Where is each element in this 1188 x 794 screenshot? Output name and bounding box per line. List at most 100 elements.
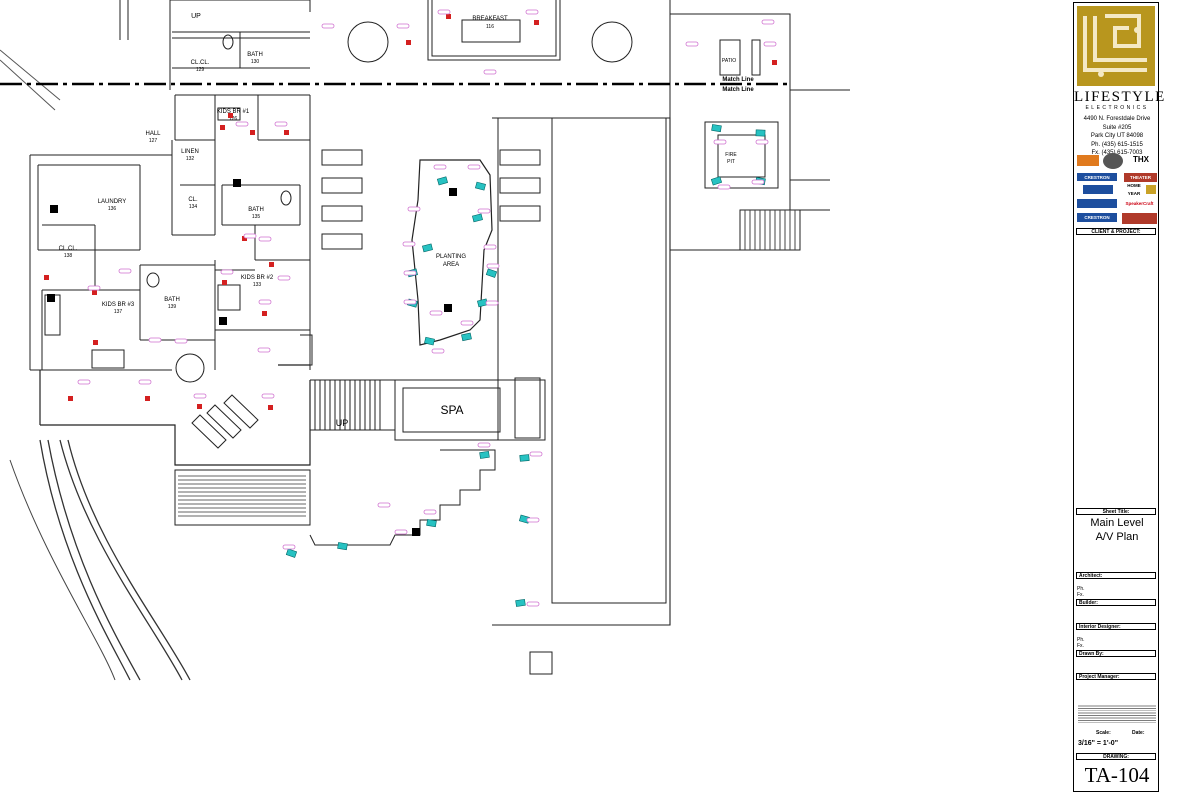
device-tag-icon xyxy=(433,164,447,170)
company-address: 4490 N. Forestdale Drive Suite #205 Park… xyxy=(1074,115,1160,158)
room-bath-low-num: 139 xyxy=(168,304,177,310)
speakercraft-logo: SpeakerCraft xyxy=(1122,199,1157,208)
designer-fax-label: Fx. xyxy=(1077,643,1084,649)
room-laundry-num: 136 xyxy=(108,206,117,212)
av-devices xyxy=(44,9,777,607)
device-tag-icon xyxy=(277,275,291,281)
speaker-icon xyxy=(461,332,472,342)
device-tag-icon xyxy=(525,9,539,15)
device-tag-icon xyxy=(220,269,234,275)
speaker-icon xyxy=(422,243,433,253)
device-outlet-icon xyxy=(228,113,233,118)
room-linen-num: 132 xyxy=(186,156,195,162)
device-tag-icon xyxy=(407,206,421,212)
designer-phone-label: Ph. xyxy=(1077,637,1085,643)
speaker-icon xyxy=(472,213,483,223)
device-outlet-icon xyxy=(68,396,73,401)
speaker-icon xyxy=(474,181,486,191)
address-line: Park City UT 84098 xyxy=(1090,133,1144,139)
device-outlet-icon xyxy=(93,340,98,345)
device-outlet-icon xyxy=(222,280,227,285)
speaker-icon xyxy=(710,176,723,186)
device-tag-icon xyxy=(396,23,410,29)
lifestyle-logo-icon xyxy=(1077,6,1155,86)
device-outlet-icon xyxy=(446,14,451,19)
award-logo-icon xyxy=(1146,185,1156,194)
device-tag-icon xyxy=(467,164,481,170)
device-box-icon xyxy=(444,304,452,312)
room-clo-top-name: CL.CL. xyxy=(191,60,210,66)
architect-field: Architect: xyxy=(1076,572,1156,579)
device-tag-icon xyxy=(148,337,162,343)
room-clcl-left-name: CL.CL. xyxy=(59,246,78,252)
device-tag-icon xyxy=(717,184,731,190)
speaker-icon xyxy=(337,542,348,551)
device-tag-icon xyxy=(87,285,101,291)
sheet-title-header: Sheet Title: xyxy=(1076,508,1156,515)
device-outlet-icon xyxy=(44,275,49,280)
device-outlet-icon xyxy=(250,130,255,135)
device-tag-icon xyxy=(713,139,727,145)
device-box-icon xyxy=(233,179,241,187)
device-tag-icon xyxy=(174,338,188,344)
room-breakfast-name: BREAKFAST xyxy=(472,16,508,22)
device-outlet-icon xyxy=(284,130,289,135)
room-kids-br3-num: 137 xyxy=(114,309,123,315)
device-tag-icon xyxy=(274,121,288,127)
device-box-icon xyxy=(449,188,457,196)
device-tag-icon xyxy=(483,69,497,75)
device-outlet-icon xyxy=(145,396,150,401)
device-tag-icon xyxy=(477,442,491,448)
device-tag-icon xyxy=(526,601,540,607)
room-bath-top-name: BATH xyxy=(247,52,263,58)
device-outlet-icon xyxy=(197,404,202,409)
room-bath-mid-name: BATH xyxy=(248,207,264,213)
room-kids-br2-name: KIDS BR #2 xyxy=(241,275,274,281)
theater-logo: THEATER xyxy=(1124,173,1157,182)
room-kids-br1-name: KIDS BR #1 xyxy=(217,109,250,115)
crestron-award-icon xyxy=(1077,199,1117,208)
speaker-icon xyxy=(711,124,722,133)
device-box-icon xyxy=(47,294,55,302)
room-laundry-name: LAUNDRY xyxy=(98,199,127,205)
label-spa: SPA xyxy=(440,403,463,417)
label-match-line-2: Match Line xyxy=(722,87,754,93)
legal-notice-block xyxy=(1078,704,1156,724)
device-outlet-icon xyxy=(772,60,777,65)
room-linen-name: LINEN xyxy=(181,149,199,155)
device-tag-icon xyxy=(485,300,499,306)
crestron-logo-2: CRESTRON xyxy=(1077,213,1117,222)
device-tag-icon xyxy=(403,270,417,276)
device-tag-icon xyxy=(282,544,296,550)
device-tag-icon xyxy=(321,23,335,29)
room-kids-br3-name: KIDS BR #3 xyxy=(102,302,135,308)
device-tag-icon xyxy=(763,41,777,47)
title-block: LIFESTYLE ELECTRONICS 4490 N. Forestdale… xyxy=(1073,2,1164,792)
client-project-header: CLIENT & PROJECT: xyxy=(1076,228,1156,235)
device-tag-icon xyxy=(460,320,474,326)
builder-field: Builder: xyxy=(1076,599,1156,606)
speaker-icon xyxy=(479,450,490,459)
room-bath-mid-num: 135 xyxy=(252,214,261,220)
home-logo: HOME xyxy=(1123,182,1145,189)
device-tag-icon xyxy=(235,121,249,127)
device-tag-icon xyxy=(193,393,207,399)
label-patio: PATIO xyxy=(722,58,736,64)
device-outlet-icon xyxy=(262,311,267,316)
label-up-top: UP xyxy=(191,13,201,20)
device-outlet-icon xyxy=(268,405,273,410)
speaker-icon xyxy=(424,336,435,346)
label-match-line-1: Match Line xyxy=(722,77,754,83)
device-tag-icon xyxy=(751,179,765,185)
room-bath-low-name: BATH xyxy=(164,297,180,303)
date-label: Date: xyxy=(1132,730,1145,736)
speaker-icon xyxy=(485,268,498,278)
device-outlet-icon xyxy=(534,20,539,25)
speaker-icon xyxy=(436,176,449,186)
label-up-pool: UP xyxy=(336,418,349,428)
device-outlet-icon xyxy=(220,125,225,130)
device-tag-icon xyxy=(755,139,769,145)
device-tag-icon xyxy=(377,502,391,508)
speaker-icon xyxy=(515,598,526,607)
interior-designer-field: Interior Designer: xyxy=(1076,623,1156,630)
